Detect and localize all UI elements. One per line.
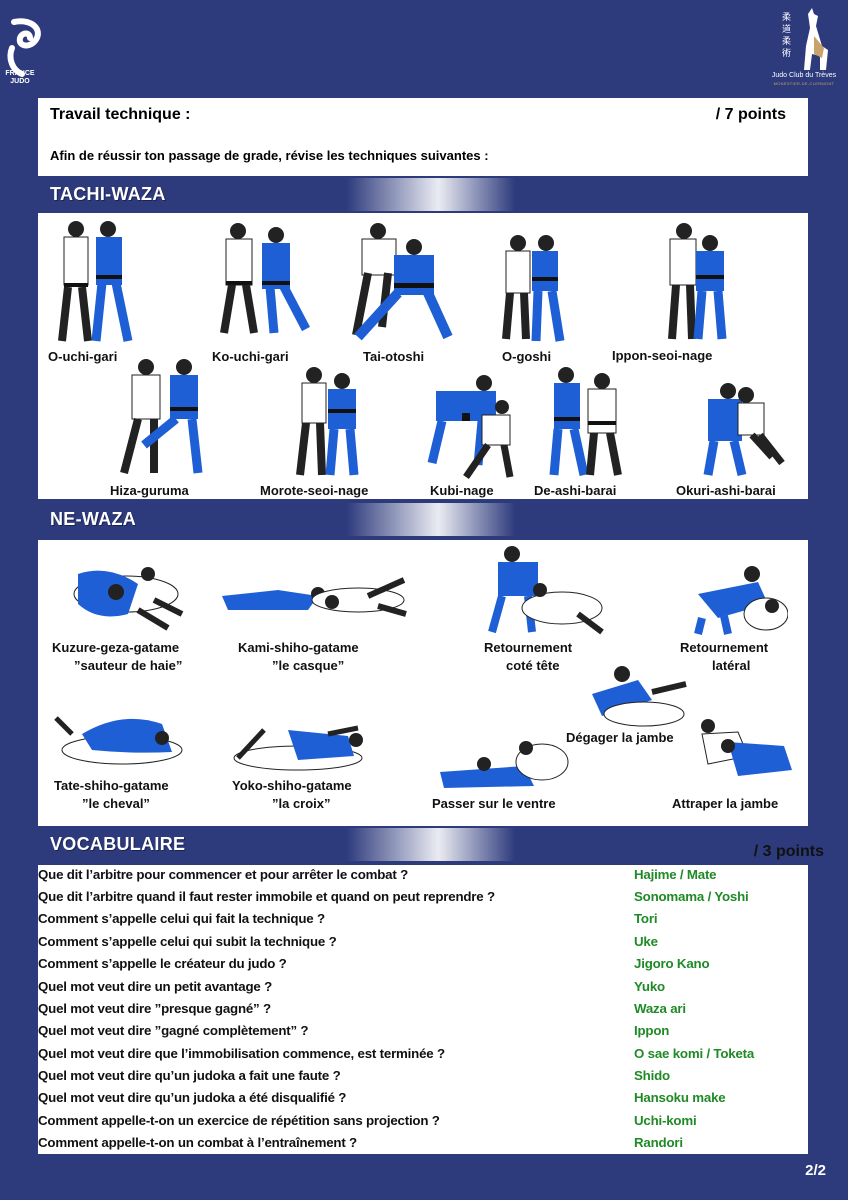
tate-shiho-gatame-illustration-icon — [54, 716, 183, 765]
ne-label-2-tate-shiho-gatame: ”le cheval” — [82, 796, 150, 811]
ne-label-2-kuzure-geza-gatame: ”sauteur de haie” — [74, 658, 183, 673]
vocab-question: Que dit l’arbitre pour commencer et pour… — [38, 867, 409, 882]
vocab-answer: O sae komi / Toketa — [634, 1046, 755, 1061]
vocab-question: Comment s’appelle le créateur du judo ? — [38, 956, 287, 971]
ne-label-1-kuzure-geza-gatame: Kuzure-geza-gatame — [52, 640, 180, 655]
vocab-question: Quel mot veut dire que l’immobilisation … — [38, 1046, 445, 1061]
tachi-label-o-uchi-gari: O-uchi-gari — [48, 349, 118, 364]
federation-logo-text: FRANCE JUDO — [5, 70, 35, 85]
tai-otoshi-illustration-icon — [352, 223, 453, 341]
o-goshi-illustration-icon — [502, 235, 565, 342]
vocab-answer: Waza ari — [634, 1001, 686, 1016]
degager-la-jambe-illustration-icon — [592, 666, 687, 727]
intro-panel: Travail technique : / 7 points Afin de r… — [38, 98, 808, 176]
vocab-answer: Ippon — [634, 1023, 670, 1038]
tachi-label-ko-uchi-gari: Ko-uchi-gari — [212, 349, 289, 364]
club-subtitle: MONESTIER-DE-CLERMONT — [773, 81, 835, 86]
tachi-waza-header: TACHI-WAZA — [38, 178, 808, 211]
o-uchi-gari-illustration-icon — [58, 221, 133, 342]
vocabulaire-title: VOCABULAIRE — [50, 834, 186, 854]
yoko-shiho-gatame-illustration-icon — [233, 725, 363, 771]
ne-waza-title: NE-WAZA — [50, 509, 137, 529]
ne-label-passer-sur-le-ventre: Passer sur le ventre — [432, 796, 556, 811]
tachi-label-tai-otoshi: Tai-otoshi — [363, 349, 425, 364]
ne-label-1-retournement-tete: Retournement — [484, 640, 573, 655]
intro-instruction: Afin de réussir ton passage de grade, ré… — [50, 148, 489, 163]
de-ashi-barai-illustration-icon — [549, 367, 622, 476]
vocabulaire-panel: Que dit l’arbitre pour commencer et pour… — [38, 865, 808, 1154]
ne-label-2-retournement-tete: coté tête — [506, 658, 560, 673]
page-number: 2/2 — [805, 1162, 826, 1179]
vocab-question: Quel mot veut dire ”gagné complètement” … — [38, 1023, 309, 1038]
tachi-waza-panel: O-uchi-gari Ko-uchi-gari Tai-otoshi O-go… — [38, 213, 808, 499]
tachi-label-hiza-guruma: Hiza-guruma — [110, 483, 189, 498]
vocab-answer: Randori — [634, 1135, 683, 1150]
vocabulaire-points: / 3 points — [753, 843, 824, 860]
vocab-question: Quel mot veut dire un petit avantage ? — [38, 979, 272, 994]
tachi-label-o-goshi: O-goshi — [502, 349, 552, 364]
vocab-answer: Uke — [634, 934, 658, 949]
kami-shiho-gatame-illustration-icon — [222, 577, 407, 617]
vocab-answer: Sonomama / Yoshi — [634, 889, 749, 904]
ne-label-degager-la-jambe: Dégager la jambe — [566, 730, 674, 745]
svg-text:柔: 柔 — [782, 36, 791, 47]
tachi-label-de-ashi-barai: De-ashi-barai — [534, 483, 617, 498]
vocab-question: Quel mot veut dire qu’un judoka a fait u… — [38, 1068, 341, 1083]
vocab-answer: Tori — [634, 911, 658, 926]
tachi-label-okuri-ashi-barai: Okuri-ashi-barai — [676, 483, 776, 498]
kuzure-geza-gatame-illustration-icon — [73, 567, 184, 631]
vocab-question: Que dit l’arbitre quand il faut rester i… — [38, 889, 495, 904]
ne-label-2-kami-shiho-gatame: ”le casque” — [272, 658, 345, 673]
retournement-lateral-illustration-icon — [694, 566, 788, 635]
ne-label-2-yoko-shiho-gatame: ”la croix” — [272, 796, 331, 811]
tachi-label-ippon-seoi-nage: Ippon-seoi-nage — [612, 348, 713, 363]
technical-work-title: Travail technique : — [50, 106, 191, 123]
kubi-nage-illustration-icon — [427, 375, 514, 479]
ne-label-1-retournement-lateral: Retournement — [680, 640, 769, 655]
passer-sur-le-ventre-illustration-icon — [440, 741, 569, 788]
svg-text:道: 道 — [782, 23, 791, 35]
ne-label-attraper-la-jambe: Attraper la jambe — [672, 796, 779, 811]
vocab-answer: Yuko — [634, 979, 665, 994]
vocab-answer: Hansoku make — [634, 1090, 726, 1105]
club-llama-logo-icon: 柔 道 柔 術 — [782, 8, 828, 70]
retournement-cote-tete-illustration-icon — [488, 546, 604, 635]
ippon-seoi-nage-illustration-icon — [668, 223, 727, 340]
vocab-question: Quel mot veut dire ”presque gagné” ? — [38, 1001, 271, 1016]
vocab-answer: Jigoro Kano — [634, 956, 710, 971]
technical-work-points: / 7 points — [715, 106, 786, 123]
morote-seoi-nage-illustration-icon — [296, 367, 359, 476]
ne-label-1-tate-shiho-gatame: Tate-shiho-gatame — [54, 778, 169, 793]
hiza-guruma-illustration-icon — [120, 359, 203, 475]
vocab-question: Comment s’appelle celui qui fait la tech… — [38, 911, 325, 926]
ne-label-2-retournement-lateral: latéral — [712, 658, 751, 673]
ne-label-1-yoko-shiho-gatame: Yoko-shiho-gatame — [232, 778, 352, 793]
attraper-la-jambe-illustration-icon — [701, 719, 792, 776]
vocabulaire-header: VOCABULAIRE — [38, 828, 808, 861]
vocab-answer: Shido — [634, 1068, 670, 1083]
ne-waza-panel: Kuzure-geza-gatame ”sauteur de haie” Kam… — [38, 540, 808, 826]
tachi-label-kubi-nage: Kubi-nage — [430, 483, 494, 498]
vocab-question: Comment appelle-t-on un combat à l’entra… — [38, 1135, 357, 1150]
vocab-answer: Hajime / Mate — [634, 867, 717, 882]
france-judo-logo-icon — [7, 18, 41, 77]
ne-label-1-kami-shiho-gatame: Kami-shiho-gatame — [238, 640, 359, 655]
vocab-answer: Uchi-komi — [634, 1113, 697, 1128]
ne-waza-header: NE-WAZA — [38, 503, 808, 536]
svg-text:術: 術 — [782, 48, 791, 59]
tachi-label-morote-seoi-nage: Morote-seoi-nage — [260, 483, 369, 498]
svg-text:柔: 柔 — [782, 12, 791, 23]
vocab-question: Quel mot veut dire qu’un judoka a été di… — [38, 1090, 347, 1105]
club-name: Judo Club du Trèves — [771, 72, 837, 79]
vocab-question: Comment appelle-t-on un exercice de répé… — [38, 1113, 440, 1128]
tachi-waza-title: TACHI-WAZA — [50, 184, 166, 204]
ko-uchi-gari-illustration-icon — [220, 223, 310, 334]
vocab-question: Comment s’appelle celui qui subit la tec… — [38, 934, 337, 949]
okuri-ashi-barai-illustration-icon — [703, 383, 785, 477]
